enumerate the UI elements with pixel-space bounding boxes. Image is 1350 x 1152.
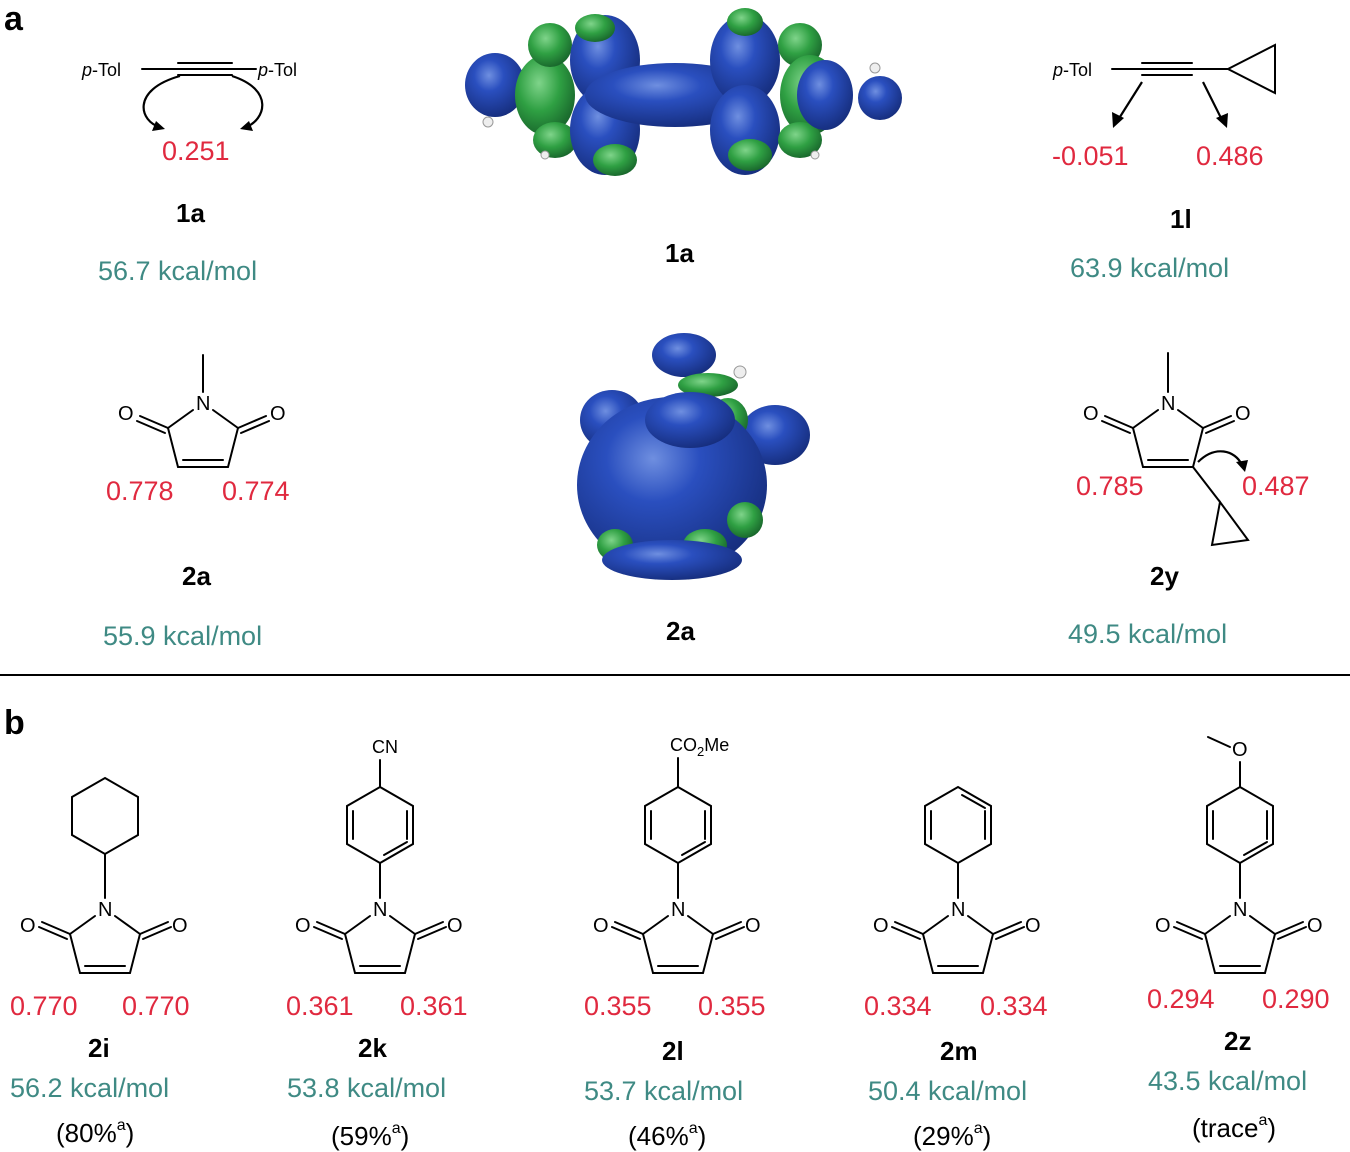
atom-o-2y-right: O [1235, 403, 1251, 425]
atom-n-2y: N [1161, 393, 1175, 415]
substituent-p-tol-right: p-Tol [257, 60, 297, 80]
structure-2m: N O O [873, 785, 1041, 974]
compound-label-2a-orbital: 2a [666, 616, 695, 646]
index-2l-left: 0.355 [584, 991, 652, 1021]
yield-2z: (tracea) [1192, 1112, 1276, 1143]
energy-2y: 49.5 kcal/mol [1068, 619, 1227, 649]
compound-label-1a-orbital: 1a [665, 238, 694, 268]
atom-o-2k-right: O [447, 915, 463, 937]
index-1l-right: 0.486 [1196, 141, 1264, 171]
compound-label-1a: 1a [176, 198, 205, 228]
structure-1l: p-Tol [1052, 43, 1276, 128]
compound-label-2m: 2m [940, 1036, 978, 1066]
atom-n-2m: N [951, 899, 965, 921]
energy-2k: 53.8 kcal/mol [287, 1073, 446, 1103]
atom-n-2z: N [1233, 899, 1247, 921]
atom-o-2z-right: O [1307, 915, 1323, 937]
energy-2z: 43.5 kcal/mol [1148, 1066, 1307, 1096]
energy-1l: 63.9 kcal/mol [1070, 253, 1229, 283]
atom-o-2a-right: O [270, 403, 286, 425]
atom-o-2a-left: O [118, 403, 134, 425]
compound-label-1l: 1l [1170, 204, 1192, 234]
orbital-image-1a [465, 8, 902, 176]
compound-label-2z: 2z [1224, 1026, 1251, 1056]
structure-2z: O N O O [1155, 736, 1323, 974]
index-2m-right: 0.334 [980, 991, 1048, 1021]
index-2i-right: 0.770 [122, 991, 190, 1021]
structure-2i: N O O [20, 776, 188, 974]
index-2k-right: 0.361 [400, 991, 468, 1021]
energy-2a: 55.9 kcal/mol [103, 621, 262, 651]
index-2i-left: 0.770 [10, 991, 78, 1021]
atom-o-methoxy-2z: O [1232, 739, 1248, 761]
atom-o-2i-right: O [172, 915, 188, 937]
index-2k-left: 0.361 [286, 991, 354, 1021]
structure-2a: N O O [118, 354, 286, 468]
panel-b-labels: 0.770 0.770 2i 56.2 kcal/mol (80%a) 0.36… [10, 984, 1330, 1151]
atom-o-2z-left: O [1155, 915, 1171, 937]
index-1a: 0.251 [162, 136, 230, 166]
energy-1a: 56.7 kcal/mol [98, 256, 257, 286]
atom-n-2a: N [196, 393, 210, 415]
atom-o-2k-left: O [295, 915, 311, 937]
atom-o-2l-left: O [593, 915, 609, 937]
energy-2m: 50.4 kcal/mol [868, 1076, 1027, 1106]
yield-2i: (80%a) [56, 1117, 134, 1148]
atom-o-2m-right: O [1025, 915, 1041, 937]
panel-label-a: a [4, 0, 24, 38]
index-2y-right: 0.487 [1242, 471, 1310, 501]
orbital-image-2a [577, 333, 810, 580]
atom-o-2l-right: O [745, 915, 761, 937]
atom-o-2y-left: O [1083, 403, 1099, 425]
index-2a-right: 0.774 [222, 476, 290, 506]
structure-2l: CO2Me N O O [593, 735, 761, 974]
compound-label-2l: 2l [662, 1036, 684, 1066]
index-2a-left: 0.778 [106, 476, 174, 506]
atom-n-2l: N [671, 899, 685, 921]
atom-o-2i-left: O [20, 915, 36, 937]
compound-label-2a: 2a [182, 561, 211, 591]
atom-n-2i: N [98, 899, 112, 921]
index-2m-left: 0.334 [864, 991, 932, 1021]
index-2y-left: 0.785 [1076, 471, 1144, 501]
index-2l-right: 0.355 [698, 991, 766, 1021]
yield-2l: (46%a) [628, 1120, 706, 1151]
index-2z-right: 0.290 [1262, 984, 1330, 1014]
index-2z-left: 0.294 [1147, 984, 1215, 1014]
compound-label-2k: 2k [358, 1033, 387, 1063]
structure-2k: CN N O O [295, 737, 463, 974]
atom-o-2m-left: O [873, 915, 889, 937]
energy-2i: 56.2 kcal/mol [10, 1073, 169, 1103]
compound-label-2i: 2i [88, 1033, 110, 1063]
substituent-p-tol-1l: p-Tol [1052, 60, 1092, 80]
structure-2y: N O O [1083, 352, 1251, 547]
energy-2l: 53.7 kcal/mol [584, 1076, 743, 1106]
index-1l-left: -0.051 [1052, 141, 1129, 171]
substituent-cn: CN [372, 737, 398, 757]
structure-1a: p-Tol p-Tol [81, 60, 297, 131]
substituent-co2me: CO2Me [670, 735, 729, 759]
panel-label-b: b [4, 704, 25, 742]
compound-label-2y: 2y [1150, 561, 1179, 591]
atom-n-2k: N [373, 899, 387, 921]
substituent-p-tol-left: p-Tol [81, 60, 121, 80]
yield-2m: (29%a) [913, 1120, 991, 1151]
yield-2k: (59%a) [331, 1120, 409, 1151]
